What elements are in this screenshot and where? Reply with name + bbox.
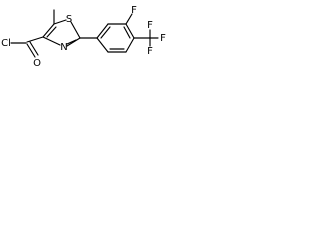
bond-c4-c5-inner: [46, 26, 57, 38]
bond-c-o-1: [26, 43, 36, 58]
chemical-structure: Cl O S N F F F F: [1, 5, 166, 69]
trifluoromethyl-group: [133, 29, 159, 47]
carbonyl-oxygen-label: O: [33, 58, 41, 69]
bond-c2-n-inner: [66, 39, 77, 45]
bond-ar-3: [125, 23, 135, 39]
chlorine-label: Cl: [1, 38, 11, 49]
bond-c-c4: [26, 36, 44, 43]
cf3-fluorine-bottom-label: F: [147, 46, 153, 57]
bond-ar-4: [125, 37, 135, 53]
ring-sulfur-label: S: [66, 14, 72, 25]
bond-ar-inner-2: [123, 26, 131, 39]
thiazole-ring: [42, 19, 81, 47]
ring-nitrogen-label: N: [60, 42, 67, 53]
bond-s-c2: [70, 21, 81, 39]
acid-chloride-group: [10, 36, 44, 58]
aryl-fluorine-label: F: [131, 5, 137, 16]
cf3-fluorine-right-label: F: [160, 33, 166, 44]
cf3-fluorine-top-label: F: [147, 20, 153, 31]
bond-ar-inner-1: [100, 26, 111, 39]
bond-c-o-2: [29, 41, 39, 56]
bond-aryl-f: [125, 13, 133, 25]
bond-c2-n: [66, 37, 81, 47]
bond-c4-c5: [42, 23, 55, 38]
bond-ar-1: [96, 23, 109, 39]
bond-n-c4: [42, 36, 61, 46]
bond-ar-6: [96, 37, 109, 53]
phenyl-ring: [96, 23, 135, 53]
bond-c5-s: [53, 19, 67, 25]
